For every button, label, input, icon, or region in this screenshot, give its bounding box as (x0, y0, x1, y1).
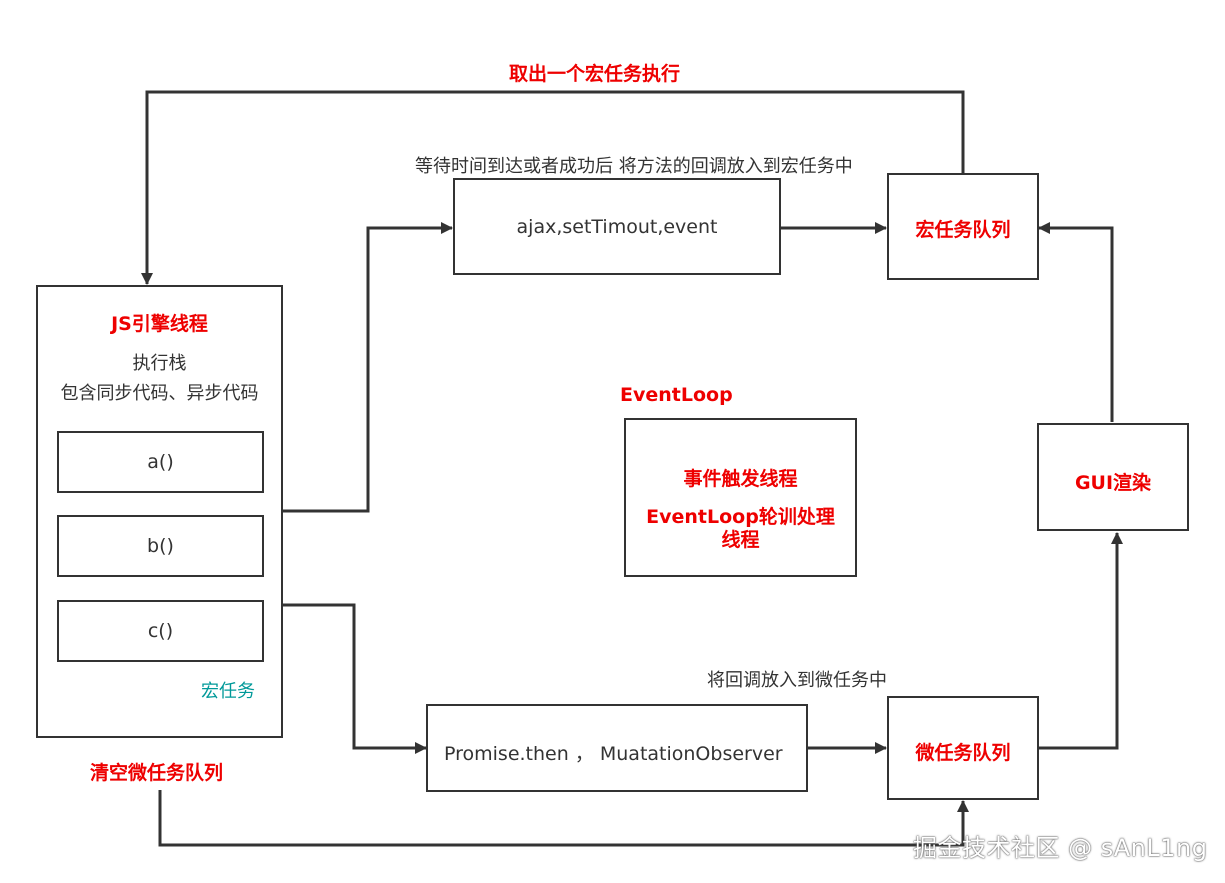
js-engine-thread-box: JS引擎线程 执行栈 包含同步代码、异步代码 a() b() c() 宏任务 (36, 285, 283, 738)
micro-task-queue-label: 微任务队列 (915, 742, 1011, 764)
call-stack-description: 包含同步代码、异步代码 (60, 383, 259, 404)
arrow-clear-micro-loop (158, 790, 969, 847)
label-take-macro-task: 取出一个宏任务执行 (509, 63, 681, 85)
macro-task-queue-box: 宏任务队列 (887, 173, 1039, 280)
event-thread-line-1: 事件触发线程 (683, 468, 798, 490)
arrow-micro-queue-to-gui (1037, 532, 1123, 750)
macro-sources-box: ajax,setTimout,event (453, 178, 781, 275)
event-trigger-thread-box: 事件触发线程 EventLoop轮训处理 线程 (624, 418, 857, 577)
event-thread-line-2: EventLoop轮训处理 (646, 506, 835, 528)
event-thread-line-3: 线程 (721, 529, 760, 551)
watermark: 掘金技术社区 @ sAnL1ng (913, 834, 1208, 862)
gui-render-box: GUI渲染 (1037, 423, 1189, 531)
arrow-engine-to-micro-sources (283, 603, 427, 754)
label-event-loop: EventLoop (620, 384, 733, 406)
stack-frame-a: a() (57, 431, 264, 493)
arrow-engine-to-macro-sources (283, 222, 453, 513)
label-clear-micro-queue: 清空微任务队列 (90, 762, 224, 784)
micro-task-queue-box: 微任务队列 (887, 696, 1039, 800)
macro-sources-label: ajax,setTimout,event (516, 216, 718, 238)
stack-frame-c: c() (57, 600, 264, 662)
micro-sources-label: Promise.then ， MuatationObserver (444, 743, 783, 765)
stack-frame-label: b() (147, 535, 174, 557)
label-micro-note: 将回调放入到微任务中 (707, 670, 887, 691)
stack-frame-b: b() (57, 515, 264, 577)
stack-frame-label: a() (147, 451, 174, 473)
arrow-macro-queue-to-engine (141, 90, 965, 285)
macro-task-footer-label: 宏任务 (201, 681, 255, 702)
js-engine-title: JS引擎线程 (111, 313, 208, 335)
label-wait-note: 等待时间到达或者成功后 将方法的回调放入到宏任务中 (415, 156, 853, 177)
gui-render-label: GUI渲染 (1074, 472, 1152, 494)
macro-task-queue-label: 宏任务队列 (915, 219, 1011, 241)
micro-sources-box: Promise.then ， MuatationObserver (426, 704, 808, 792)
arrow-gui-to-macro-queue (1038, 222, 1114, 422)
call-stack-label: 执行栈 (132, 353, 187, 374)
stack-frame-label: c() (147, 620, 174, 642)
